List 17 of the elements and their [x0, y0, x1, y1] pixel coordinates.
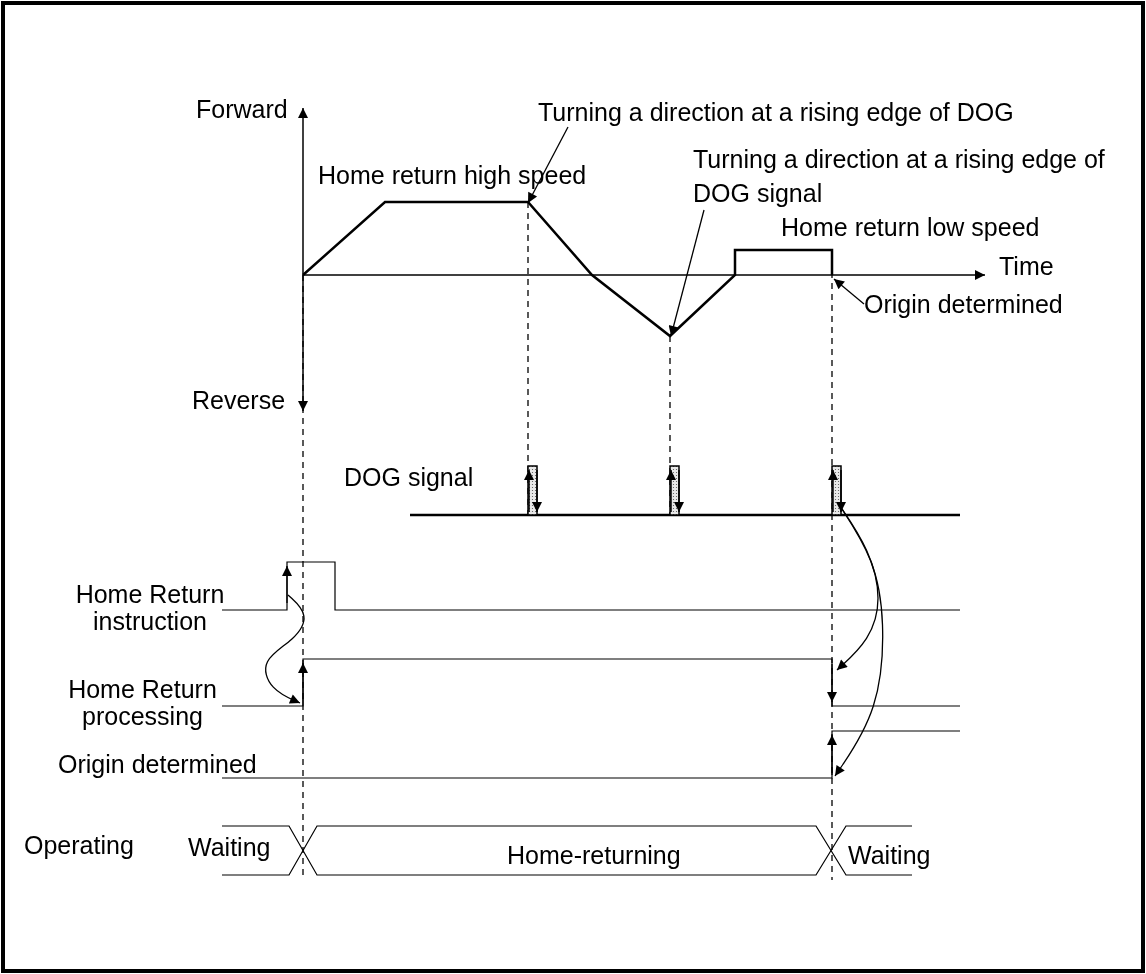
leader-line: [833, 278, 865, 305]
axis-label: Home Return instruction: [74, 581, 226, 635]
axis-label: Forward: [196, 94, 288, 124]
axis-label: Home return low speed: [781, 212, 1040, 242]
axis-label: Origin determined: [58, 749, 257, 779]
axis-label: Home Return processing: [67, 676, 218, 730]
axis-label: Waiting: [848, 840, 931, 870]
annotation-text: Turning a direction at a rising edge of DOG: [538, 97, 1068, 127]
axis-label: Waiting: [188, 832, 271, 862]
axis-label: Time: [999, 251, 1054, 281]
annotation-text: Turning a direction at a rising edge of DOG signal: [693, 142, 1133, 210]
axis-label: Home-returning: [507, 840, 681, 870]
leader-line: [668, 209, 705, 337]
axis-label: Operating: [24, 830, 134, 860]
axis-label: Reverse: [192, 385, 286, 415]
axis-label: DOG signal: [344, 462, 474, 492]
annotation-text: Origin determined: [864, 289, 1104, 319]
